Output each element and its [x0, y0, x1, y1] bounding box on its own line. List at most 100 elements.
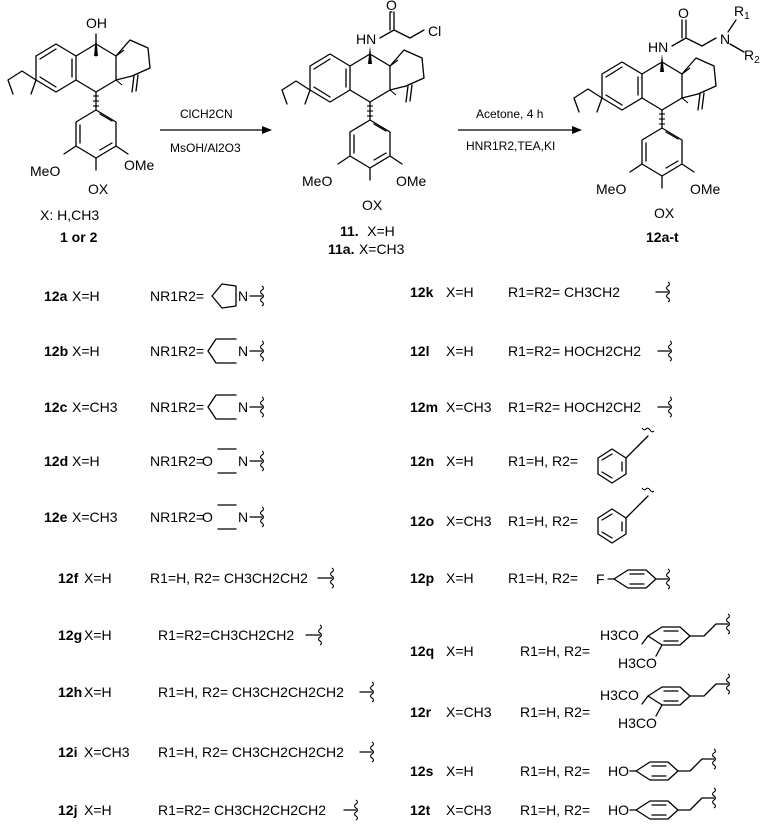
svg-text:12g: 12g [58, 627, 82, 643]
methoxy-left-label: MeO [302, 173, 332, 189]
svg-text:F: F [596, 571, 605, 587]
methoxy-right-label: OMe [690, 181, 721, 197]
intermediate-structure: HN O Cl MeO OMe OX 11. X=H 11a. X=CH3 [281, 0, 441, 257]
svg-text:12l: 12l [410, 343, 429, 359]
reagent-acetone-4h: Acetone, 4 h [476, 107, 543, 121]
hydroxyphenethyl-icon: HO [608, 748, 717, 781]
svg-text:12s: 12s [410, 763, 434, 779]
morpholine-ring-icon: O N [202, 448, 265, 474]
svg-text:X=CH3: X=CH3 [84, 744, 130, 760]
svg-text:R1=H, R2= CH3CH2CH2: R1=H, R2= CH3CH2CH2 [150, 570, 308, 586]
methoxy-right-label: OMe [396, 173, 427, 189]
svg-text:X=H: X=H [72, 343, 100, 359]
svg-text:X=H: X=H [84, 802, 112, 818]
dimethoxyphenethyl-icon: H3CO H3CO [600, 613, 731, 671]
svg-text:HO: HO [608, 802, 629, 818]
row-12c: 12c X=CH3 NR1R2= N [44, 394, 265, 420]
svg-text:12d: 12d [44, 453, 68, 469]
row-12e: 12e X=CH3 NR1R2= O N [44, 504, 265, 530]
svg-text:NR1R2=: NR1R2= [150, 509, 204, 525]
svg-text:12k: 12k [410, 284, 434, 300]
svg-text:12n: 12n [410, 453, 434, 469]
svg-text:12b: 12b [44, 343, 68, 359]
dimethoxyphenethyl-icon: H3CO H3CO [600, 673, 731, 731]
chloro-label: Cl [428, 23, 441, 39]
svg-text:H3CO: H3CO [618, 655, 657, 671]
svg-text:H3CO: H3CO [600, 687, 639, 703]
svg-text:X=H: X=H [446, 343, 474, 359]
svg-text:NR1R2=: NR1R2= [150, 343, 204, 359]
svg-text:X=H: X=H [84, 627, 112, 643]
product-structure: HN O N R1 R2 MeO OMe OX 12a-t [573, 3, 760, 245]
svg-text:O: O [386, 0, 397, 13]
svg-text:12m: 12m [410, 399, 438, 415]
svg-text:N: N [238, 343, 248, 359]
svg-text:R1=R2=CH3CH2CH2: R1=R2=CH3CH2CH2 [158, 627, 294, 643]
svg-text:12t: 12t [410, 802, 431, 818]
svg-text:X=H: X=H [446, 570, 474, 586]
svg-text:12f: 12f [58, 570, 79, 586]
svg-text:R1=H, R2=: R1=H, R2= [520, 763, 590, 779]
svg-text:HN: HN [356, 31, 376, 47]
svg-text:X=H: X=H [446, 763, 474, 779]
row-12l: 12l X=H R1=R2= HOCH2CH2 [410, 340, 673, 362]
starting-compound-name: 1 or 2 [60, 229, 98, 245]
svg-text:R1=H, R2=: R1=H, R2= [520, 704, 590, 720]
svg-text:HO: HO [608, 763, 629, 779]
svg-text:X=CH3: X=CH3 [446, 704, 492, 720]
svg-text:X=CH3: X=CH3 [446, 513, 492, 529]
row-12o: 12o X=CH3 R1=H, R2= [410, 487, 655, 544]
svg-text:12h: 12h [58, 684, 82, 700]
svg-text:R1=H, R2=: R1=H, R2= [520, 643, 590, 659]
benzyl-icon [597, 427, 655, 484]
svg-text:X=H: X=H [84, 684, 112, 700]
svg-text:HN: HN [648, 39, 668, 55]
svg-text:R1: R1 [734, 3, 750, 22]
svg-text:12a: 12a [44, 288, 68, 304]
row-12m: 12m X=CH3 R1=R2= HOCH2CH2 [410, 396, 673, 418]
svg-text:R1=H, R2=: R1=H, R2= [508, 513, 578, 529]
svg-text:X=H: X=H [446, 643, 474, 659]
methoxy-right-label: OMe [124, 157, 155, 173]
piperidine-ring-icon: N [207, 338, 265, 364]
x-substituent-label: X: H,CH3 [40, 207, 99, 223]
row-12h: 12h X=H R1=H, R2= CH3CH2CH2CH2 [58, 681, 375, 703]
svg-text:N: N [720, 31, 730, 47]
svg-text:12j: 12j [58, 802, 77, 818]
svg-text:12o: 12o [410, 513, 434, 529]
row-12n: 12n X=H R1=H, R2= [410, 427, 655, 484]
reaction-arrow-1: ClCH2CN MsOH/Al2O3 [160, 107, 272, 155]
svg-text:R2: R2 [744, 47, 760, 66]
svg-text:X=CH3: X=CH3 [72, 399, 118, 415]
right-substituent-table: 12k X=H R1=R2= CH3CH2 12l X=H R1=R2= HOC… [410, 281, 731, 820]
row-12j: 12j X=H R1=R2= CH3CH2CH2CH2 [58, 799, 359, 821]
svg-text:O: O [678, 5, 689, 21]
svg-text:12c: 12c [44, 399, 68, 415]
ox-label: OX [654, 205, 675, 221]
intermediate-name-11: 11. X=H [340, 223, 395, 240]
methoxy-left-label: MeO [30, 163, 60, 179]
svg-text:12r: 12r [410, 704, 432, 720]
row-12a: 12a X=H NR1R2= N [44, 283, 265, 309]
svg-text:NR1R2=: NR1R2= [150, 288, 204, 304]
svg-text:R1=R2= HOCH2CH2: R1=R2= HOCH2CH2 [508, 343, 641, 359]
4-fluorophenyl-icon: F [596, 568, 671, 590]
row-12k: 12k X=H R1=R2= CH3CH2 [410, 281, 671, 303]
ox-label: OX [88, 181, 109, 197]
row-12g: 12g X=H R1=R2=CH3CH2CH2 [58, 624, 323, 646]
row-12t: 12t X=CH3 R1=H, R2= HO [410, 787, 717, 820]
svg-text:O: O [202, 453, 213, 469]
reagent-amine-tea-ki: HNR1R2,TEA,KI [466, 139, 555, 153]
svg-text:R1=R2= CH3CH2CH2CH2: R1=R2= CH3CH2CH2CH2 [158, 802, 326, 818]
row-12r: 12r X=CH3 R1=H, R2= H3CO H3CO [410, 673, 731, 731]
methoxy-left-label: MeO [596, 181, 626, 197]
row-12s: 12s X=H R1=H, R2= HO [410, 748, 717, 781]
ox-label: OX [362, 197, 383, 213]
svg-text:N: N [238, 509, 248, 525]
svg-text:12q: 12q [410, 643, 434, 659]
benzyl-icon [597, 487, 655, 544]
morpholine-ring-icon: O N [202, 504, 265, 530]
row-12p: 12p X=H R1=H, R2= F [410, 568, 671, 590]
svg-text:12i: 12i [58, 744, 77, 760]
